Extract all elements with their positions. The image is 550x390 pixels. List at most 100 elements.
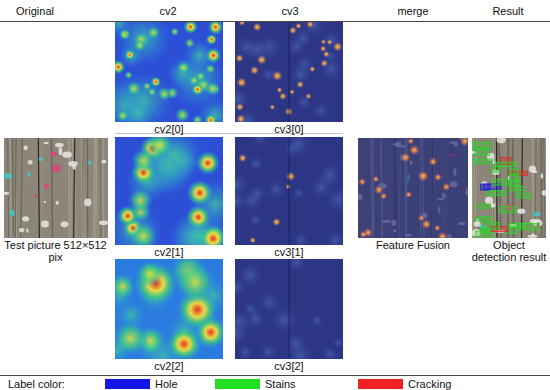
heat-spot (400, 152, 411, 163)
heat-spot (235, 54, 244, 63)
wood-grain (81, 138, 82, 238)
wood-image (4, 138, 108, 238)
heat-spot (407, 138, 415, 145)
legend-rule (0, 375, 550, 376)
stain-spot (87, 161, 91, 165)
wood-grain (7, 138, 9, 238)
detection-box (472, 142, 490, 148)
heat-spot (417, 170, 429, 182)
panel-caption: Object detection result (470, 239, 548, 263)
heat-spot (372, 175, 380, 183)
heat-spot (358, 178, 367, 187)
column-header: merge (363, 5, 463, 18)
heat-spot (306, 22, 314, 29)
heat-haze (247, 211, 264, 228)
stain-spot (19, 228, 24, 232)
heat-haze (318, 56, 343, 83)
wood-grain (9, 138, 10, 238)
heat-spot (359, 230, 368, 238)
heat-spot (305, 93, 312, 100)
stain-spot (55, 201, 58, 205)
stain-spot (98, 220, 107, 225)
heat-blob (205, 48, 221, 64)
stain-spot (44, 183, 49, 189)
cv2b-image (115, 137, 223, 245)
stain-spot (4, 173, 12, 179)
wood-grain (544, 138, 546, 238)
detection-box (492, 180, 506, 185)
image-panel: cv2[0] (115, 22, 223, 135)
stain-spot (27, 160, 32, 165)
board-gap (38, 138, 39, 238)
heat-blob (205, 64, 215, 74)
heat-haze (268, 304, 300, 336)
heat-haze (291, 231, 310, 245)
panel-caption: cv2[2] (115, 360, 223, 372)
heat-spot (421, 219, 432, 230)
wood-grain (15, 138, 16, 238)
heat-blob (151, 77, 162, 88)
detection-box (474, 149, 489, 155)
wood-grain (14, 138, 16, 238)
wood-grain (83, 138, 85, 238)
heat-spot (437, 231, 448, 238)
panel-image (358, 138, 468, 238)
heat-haze (258, 342, 279, 359)
heat-spot (296, 80, 304, 88)
heat-spot (285, 171, 296, 182)
legend-label: Cracking (408, 378, 451, 390)
stain-spot (84, 198, 91, 206)
stain-spot (9, 210, 14, 217)
heat-haze (247, 155, 265, 173)
wood-grain (507, 138, 508, 238)
heat-spot (433, 173, 442, 182)
cv3c-image (235, 259, 343, 359)
stain-spot (52, 165, 61, 173)
image-panel: Object detection result (470, 138, 548, 263)
panel-caption: cv3[0] (235, 123, 343, 135)
panel-caption: cv2[0] (115, 123, 223, 135)
image-panel: cv3[1] (235, 137, 343, 258)
heat-blob (177, 61, 190, 74)
heat-spot (269, 104, 275, 110)
legend-title: Label color: (8, 378, 65, 390)
detection-box (517, 193, 531, 198)
heat-blob (115, 60, 125, 74)
wood-ground (472, 138, 546, 238)
stain-spot (54, 143, 63, 148)
heat-haze (283, 137, 313, 159)
legend-label: Stains (265, 378, 296, 390)
stain-spot (528, 235, 538, 238)
panel-image (472, 138, 546, 238)
heat-haze (315, 160, 343, 190)
board-gap (289, 22, 290, 122)
heat-blob (115, 320, 149, 357)
stain-spot (43, 201, 46, 203)
heat-haze (250, 137, 270, 148)
panel-image (235, 259, 343, 359)
image-panel: cv2[1] (115, 137, 223, 258)
heat-blob (133, 39, 146, 52)
heat-spot (285, 184, 291, 190)
heat-haze (264, 178, 288, 202)
panel-image (115, 137, 223, 245)
heat-haze (295, 93, 313, 111)
column-header: Original (0, 5, 85, 18)
board-gap (289, 137, 290, 245)
heat-blob (124, 71, 132, 79)
heat-spot (249, 65, 259, 75)
panel-image (115, 259, 223, 359)
heat-haze (331, 336, 343, 350)
heat-haze (235, 84, 253, 114)
stain-spot (50, 152, 57, 157)
image-panel: Test picture 512×512 pix (3, 138, 108, 263)
panel-image (115, 22, 223, 122)
detection-box (491, 167, 500, 173)
board-gap (73, 138, 74, 238)
detection-box (487, 190, 506, 195)
heat-blob (196, 151, 220, 175)
detection-box (475, 159, 493, 164)
heat-blob (115, 273, 136, 300)
image-panel: cv2[2] (115, 259, 223, 372)
heat-spot (295, 22, 302, 29)
